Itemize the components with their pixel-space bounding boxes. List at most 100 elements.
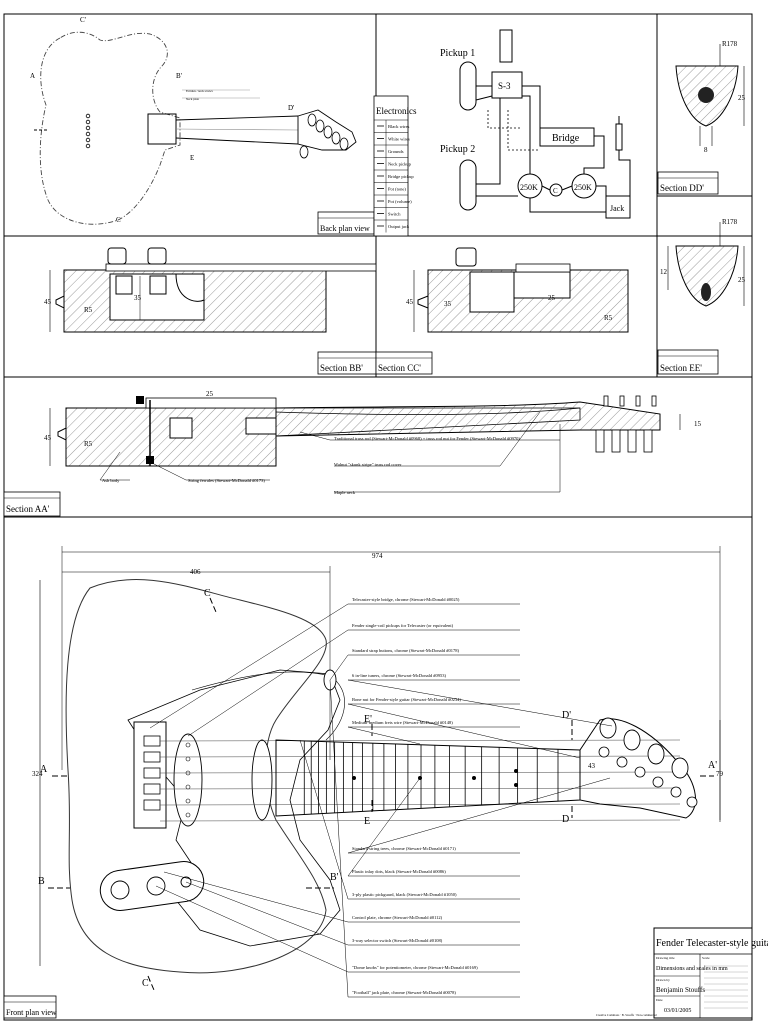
pot1-label: 250K bbox=[520, 183, 538, 192]
date: 03/01/2005 bbox=[664, 1008, 691, 1014]
marker-b: B bbox=[38, 876, 45, 887]
section-aa-label: Section AA' bbox=[6, 504, 50, 514]
back-plan-view: Ferrules / neck screws Neck plate A C' B… bbox=[30, 16, 375, 235]
callout-text: "Football" jack plate, chrome (Stewart-M… bbox=[352, 990, 456, 996]
pickup2-label: Pickup 2 bbox=[440, 144, 475, 155]
aa-callout-truss: Traditional truss rod (Stewart-McDonald … bbox=[334, 436, 520, 441]
marker-a: A bbox=[40, 764, 48, 775]
marker-c: C bbox=[204, 588, 211, 599]
callout-texts: Telecaster-style bridge, chrome (Stewart… bbox=[352, 597, 478, 996]
legend-item: Switch bbox=[388, 212, 401, 217]
jack-plug bbox=[615, 116, 623, 151]
marker-e2: E' bbox=[364, 714, 372, 725]
callout-text: Fender single-coil pickups for Telecaste… bbox=[352, 623, 454, 628]
dim-head-width: 79 bbox=[716, 770, 724, 778]
callout-text: 6 in-line tuners, chrome (Stewart-McDona… bbox=[352, 673, 446, 679]
pickup1-label: Pickup 1 bbox=[440, 48, 475, 59]
callout-text: Bone nut for Fender-style guitar (Stewar… bbox=[352, 697, 461, 702]
bb-height: 45 bbox=[44, 298, 52, 306]
sheet-title: Fender Telecaster-style guitar bbox=[656, 938, 768, 949]
jack-label: Jack bbox=[610, 204, 624, 213]
strings bbox=[159, 739, 681, 822]
copyright-note: Creative Commons · B. Stouffs · Non-comm… bbox=[596, 1013, 657, 1017]
bridge-pickup-shape bbox=[539, 127, 595, 147]
section-dd-label: Section DD' bbox=[660, 183, 704, 193]
callout-leader bbox=[347, 777, 611, 854]
callout-leader bbox=[329, 679, 520, 998]
marker-e: E bbox=[364, 816, 370, 827]
callout-leader bbox=[347, 726, 520, 745]
volume-knob bbox=[110, 880, 130, 900]
callout-leader bbox=[347, 703, 581, 759]
switch-body bbox=[491, 71, 523, 99]
tuner-buttons bbox=[599, 717, 689, 779]
aa-tuners bbox=[595, 395, 657, 453]
legend-item: White wires bbox=[388, 137, 410, 142]
legend-item: Output jack bbox=[388, 224, 410, 229]
section-ee-label: Section EE' bbox=[660, 363, 702, 373]
wiring bbox=[475, 85, 631, 213]
aa-callout-neck: Maple neck bbox=[334, 490, 356, 495]
back-note-2: Neck plate bbox=[186, 97, 200, 101]
legend-item: Grounds bbox=[388, 149, 404, 154]
callout-text: "Dome knobs" for potentiometer, chrome (… bbox=[352, 965, 478, 971]
back-marker-c: C' bbox=[80, 16, 86, 24]
callout-leader bbox=[163, 871, 520, 923]
back-marker-d: D' bbox=[288, 104, 294, 112]
bridge-label: Bridge bbox=[552, 133, 580, 144]
section-ee: R178 12 25 Section EE' bbox=[657, 218, 746, 375]
marker-b2: B' bbox=[330, 872, 339, 883]
ee-left: 12 bbox=[660, 268, 668, 276]
dd-width: 8 bbox=[704, 146, 708, 154]
date-label: Date bbox=[656, 998, 663, 1002]
callout-text: Standard string trees, chrome (Stewart-M… bbox=[352, 846, 456, 852]
tuner-posts bbox=[598, 746, 698, 808]
callout-text: 3-way selector switch (Stewart-McDonald … bbox=[352, 938, 443, 943]
neck-plate-holes bbox=[85, 113, 91, 149]
sheet-frame bbox=[3, 13, 753, 1021]
inlay-dots bbox=[352, 769, 518, 787]
bridge-pickup bbox=[173, 733, 203, 827]
dim-total-length: 974 bbox=[372, 552, 383, 560]
neck-plate bbox=[147, 113, 177, 145]
callout-text: Telecaster-style bridge, chrome (Stewart… bbox=[352, 597, 460, 603]
author: Benjamin Stouffs bbox=[656, 986, 705, 994]
dd-radius: R178 bbox=[722, 40, 738, 48]
front-plan-view: 974 406 324 79 43 bbox=[32, 546, 724, 998]
back-note-1: Ferrules / neck screws bbox=[186, 89, 214, 93]
section-cc: 45 35 25 R5 Section CC' bbox=[375, 247, 629, 375]
aa-callout-ferrules: String ferrules (Stewart-McDonald #0173) bbox=[188, 478, 265, 483]
back-marker-e: E bbox=[190, 154, 194, 162]
cc-depth: 35 bbox=[444, 300, 452, 308]
callout-leader bbox=[347, 679, 613, 727]
callout-text: Medium-medium frets wire (Stewart-McDona… bbox=[352, 720, 453, 725]
aa-depth: 25 bbox=[206, 390, 214, 398]
pickup1-shape bbox=[459, 61, 477, 111]
electronics-title: Electronics bbox=[376, 106, 417, 116]
pot2-label: 250K bbox=[574, 183, 592, 192]
back-plan-label: Back plan view bbox=[320, 224, 370, 233]
cap-label: C bbox=[553, 187, 558, 195]
callout-text: Control plate, chrome (Stewart-McDonald … bbox=[352, 915, 443, 921]
headstock-back bbox=[297, 109, 357, 151]
callout-text: Standard strap buttons, chrome (Stewart-… bbox=[352, 648, 459, 654]
switch-lever bbox=[499, 29, 513, 63]
body-outline-front bbox=[65, 579, 327, 974]
dd-height: 25 bbox=[738, 94, 746, 102]
bb-radius: R5 bbox=[84, 306, 93, 314]
callout-leader bbox=[329, 654, 520, 681]
cc-height: 45 bbox=[406, 298, 414, 306]
marker-a2: A' bbox=[708, 760, 717, 771]
drawn-by-label: Drawn by bbox=[656, 978, 670, 982]
back-marker-a: A bbox=[30, 72, 35, 80]
marker-c2: C' bbox=[142, 978, 151, 989]
front-plan-label: Front plan view bbox=[6, 1008, 57, 1017]
legend-item: Black wires bbox=[388, 124, 410, 129]
dim-body-length: 406 bbox=[190, 568, 201, 576]
aa-head-thickness: 15 bbox=[694, 420, 702, 428]
section-aa: 45 25 R5 15 Ash body String ferrules (St… bbox=[3, 390, 702, 517]
callout-text: 3-ply plastic pickguard, black (Stewart-… bbox=[352, 892, 457, 898]
